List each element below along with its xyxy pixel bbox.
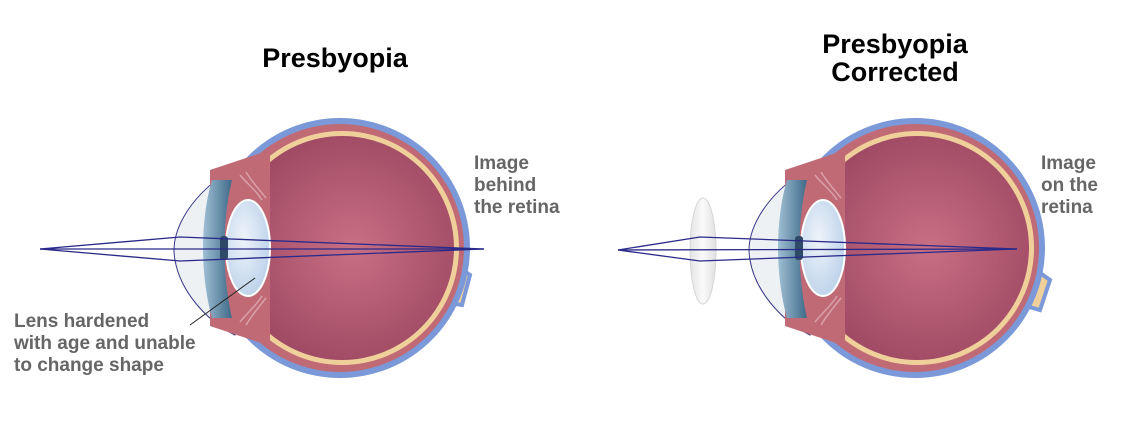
label-image-on-retina: Image on the retina	[1041, 153, 1098, 219]
label-line: to change shape	[14, 355, 164, 376]
label-line: Image	[474, 153, 529, 174]
annotation-pointer	[189, 277, 256, 326]
title-line-1: Presbyopia	[822, 29, 968, 59]
crystalline-lens	[800, 199, 846, 297]
label-lens-hardened: Lens hardened with age and unable to cha…	[14, 311, 196, 377]
light-rays-right	[617, 236, 1018, 262]
eye-right	[617, 118, 1053, 378]
vitreous-body	[230, 136, 454, 360]
crystalline-lens	[225, 199, 271, 297]
label-line: the retina	[474, 197, 560, 218]
title-line-2: Corrected	[831, 57, 959, 87]
label-line: on the	[1041, 175, 1098, 196]
title-presbyopia: Presbyopia	[262, 43, 408, 73]
label-line: with age and unable	[14, 333, 196, 354]
light-rays-left	[39, 236, 485, 262]
label-line: behind	[474, 175, 537, 196]
label-line: retina	[1041, 197, 1093, 218]
label-image-behind-retina: Image behind the retina	[474, 153, 560, 219]
vitreous-body	[805, 136, 1029, 360]
eye-left	[39, 118, 485, 378]
label-line: Image	[1041, 153, 1096, 174]
title-presbyopia-corrected: Presbyopia Corrected	[790, 30, 1000, 86]
label-line: Lens hardened	[14, 311, 150, 332]
corrective-lens	[689, 197, 717, 305]
